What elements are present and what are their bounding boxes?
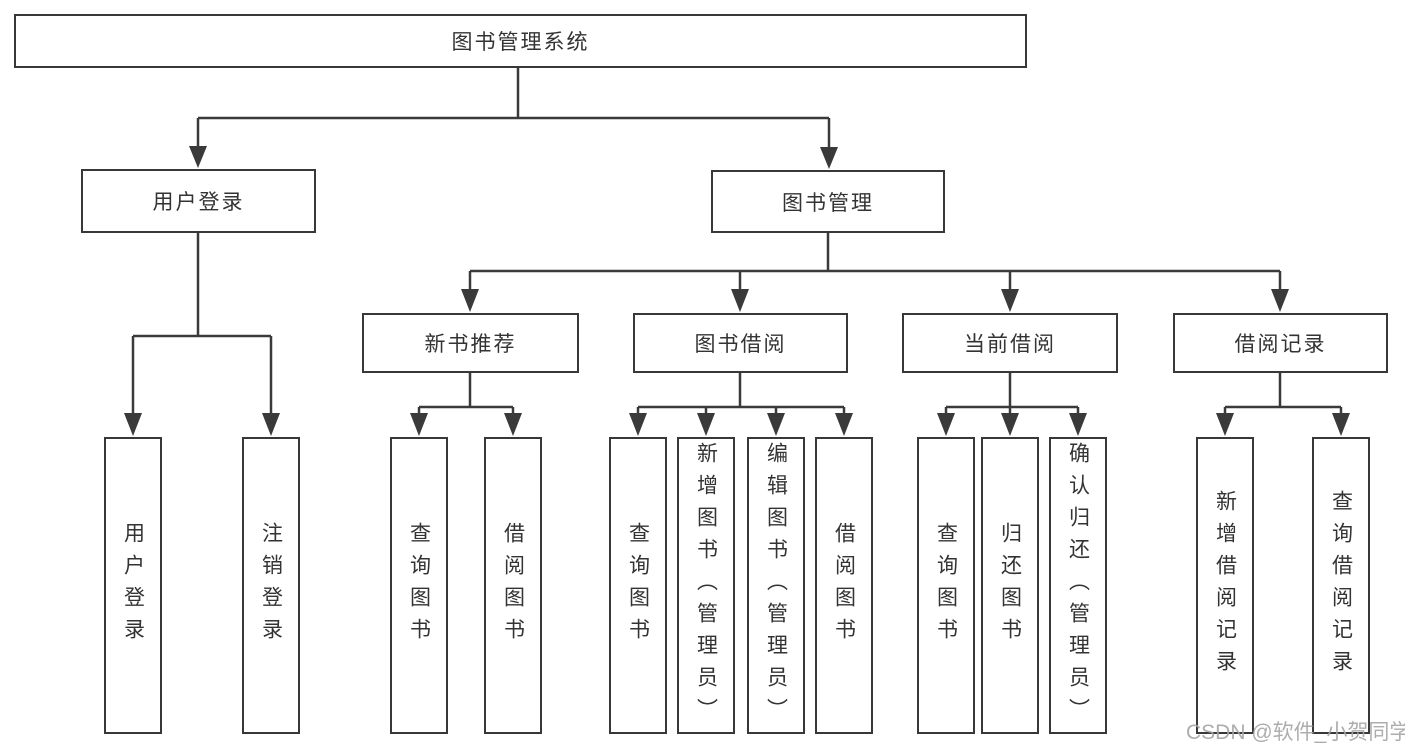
connector-current-borrow-split <box>937 373 1087 436</box>
leaf-borrow-query-books: 查询图书 <box>609 437 667 734</box>
node-label: 图书借阅 <box>694 333 787 356</box>
leaf-user-logout: 注销登录 <box>242 437 300 734</box>
leaf-user-login: 用户登录 <box>104 437 162 734</box>
node-label: 图书管理系统 <box>451 31 590 54</box>
leaf-borrow-borrow-books: 借阅图书 <box>815 437 873 734</box>
leaf-label: 注销登录 <box>259 521 284 650</box>
leaf-label: 查询图书 <box>407 521 432 650</box>
leaf-label: 编辑图书（管理员） <box>764 441 789 730</box>
leaf-current-return-books: 归还图书 <box>981 437 1039 734</box>
connector-user-login-split <box>124 233 280 436</box>
leaf-current-confirm-return-admin: 确认归还（管理员） <box>1049 437 1107 734</box>
node-new-book-recommend: 新书推荐 <box>362 313 579 373</box>
connector-book-management-split <box>461 233 1289 312</box>
node-book-borrow: 图书借阅 <box>633 313 848 373</box>
node-label: 当前借阅 <box>964 333 1056 356</box>
node-borrow-records: 借阅记录 <box>1173 313 1388 373</box>
node-book-management: 图书管理 <box>711 170 945 233</box>
connector-book-borrow-split <box>629 373 853 436</box>
leaf-current-query-books: 查询图书 <box>917 437 975 734</box>
leaf-label: 查询借阅记录 <box>1329 489 1354 682</box>
leaf-label: 借阅图书 <box>832 521 857 650</box>
leaf-label: 用户登录 <box>121 521 146 650</box>
leaf-recommend-query-books: 查询图书 <box>390 437 448 734</box>
connector-new-book-recommend-split <box>410 373 522 436</box>
node-library-management-system: 图书管理系统 <box>14 14 1027 68</box>
connector-root-split <box>189 68 838 169</box>
leaf-records-query-borrow-record: 查询借阅记录 <box>1312 437 1370 734</box>
leaf-records-add-borrow-record: 新增借阅记录 <box>1196 437 1254 734</box>
leaf-recommend-borrow-books: 借阅图书 <box>484 437 542 734</box>
node-label: 借阅记录 <box>1234 333 1327 356</box>
node-user-login: 用户登录 <box>81 169 316 233</box>
csdn-watermark: CSDN @软件_小贺同学 <box>1186 721 1405 744</box>
node-label: 新书推荐 <box>424 333 517 356</box>
node-label: 用户登录 <box>152 191 245 214</box>
node-current-borrow: 当前借阅 <box>902 313 1118 373</box>
leaf-label: 新增图书（管理员） <box>694 441 719 730</box>
connector-borrow-records-split <box>1216 373 1350 436</box>
leaf-label: 借阅图书 <box>501 521 526 650</box>
leaf-borrow-add-books-admin: 新增图书（管理员） <box>677 437 735 734</box>
leaf-borrow-edit-books-admin: 编辑图书（管理员） <box>747 437 805 734</box>
leaf-label: 确认归还（管理员） <box>1066 441 1091 730</box>
leaf-label: 查询图书 <box>934 521 959 650</box>
leaf-label: 查询图书 <box>626 521 651 650</box>
node-label: 图书管理 <box>782 191 874 215</box>
leaf-label: 新增借阅记录 <box>1213 489 1238 682</box>
leaf-label: 归还图书 <box>998 521 1023 650</box>
